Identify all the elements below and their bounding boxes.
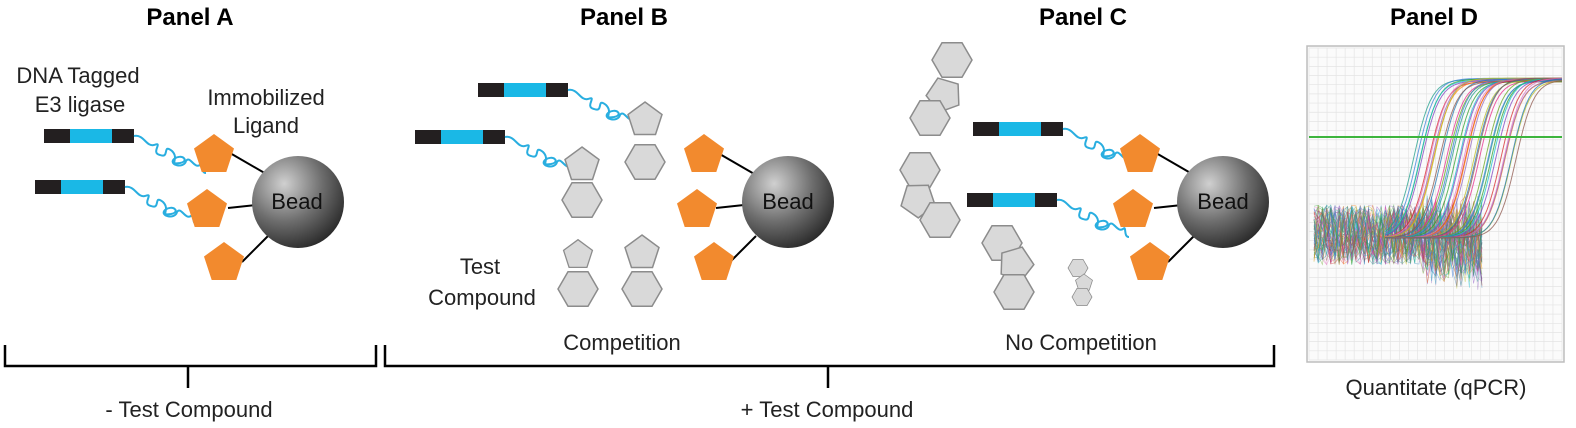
test-compound bbox=[909, 41, 973, 137]
qpcr-amplification-curves bbox=[1384, 77, 1563, 239]
panel-a-title: Panel A bbox=[146, 4, 233, 31]
immobilized-ligand bbox=[187, 189, 227, 227]
bead bbox=[1177, 156, 1269, 248]
e3-ligase-label: E3 ligase bbox=[35, 92, 126, 117]
dna-tagged-e3-ligase bbox=[414, 129, 578, 175]
panel-a: DNA Tagged E3 ligase Immobilized Ligand … bbox=[16, 63, 344, 280]
linker bbox=[715, 204, 745, 209]
no-competition-caption: No Competition bbox=[1005, 330, 1157, 355]
panel-b: Test Compound Bead Competition bbox=[414, 82, 834, 355]
immobilized-ligand bbox=[684, 134, 724, 172]
test-label: Test bbox=[460, 254, 500, 279]
bead-label: Bead bbox=[271, 189, 322, 214]
linker bbox=[241, 235, 269, 263]
immobilized-ligand bbox=[677, 189, 717, 227]
linker bbox=[229, 152, 269, 176]
immobilized-ligand bbox=[194, 134, 234, 172]
panel-d: Quantitate (qPCR) bbox=[1306, 45, 1565, 400]
plus-test-compound-label: + Test Compound bbox=[741, 397, 914, 422]
test-compound bbox=[624, 101, 666, 181]
linker bbox=[1167, 235, 1195, 263]
test-compound-small bbox=[1067, 258, 1093, 307]
linker bbox=[1155, 152, 1195, 176]
test-compound bbox=[561, 146, 603, 219]
qpcr-caption: Quantitate (qPCR) bbox=[1346, 375, 1527, 400]
linker bbox=[227, 204, 257, 209]
immobilized-ligand bbox=[1130, 242, 1170, 280]
plus-compound-bracket bbox=[383, 345, 1276, 388]
dna-tagged-e3-ligase bbox=[34, 179, 198, 225]
linker bbox=[717, 152, 757, 176]
linker bbox=[729, 235, 757, 263]
competition-caption: Competition bbox=[563, 330, 680, 355]
test-compound bbox=[621, 234, 663, 308]
ligand-label: Ligand bbox=[233, 113, 299, 138]
test-compound bbox=[895, 151, 961, 239]
test-compound bbox=[557, 239, 599, 308]
panel-b-title: Panel B bbox=[580, 4, 668, 31]
dna-tagged-e3-ligase bbox=[972, 121, 1136, 167]
dna-tagged-label: DNA Tagged bbox=[16, 63, 139, 88]
minus-test-compound-label: - Test Compound bbox=[105, 397, 272, 422]
immobilized-ligand bbox=[1120, 134, 1160, 172]
dna-tagged-e3-ligase bbox=[43, 128, 207, 174]
compound-label: Compound bbox=[428, 285, 536, 310]
immobilized-ligand bbox=[694, 242, 734, 280]
panel-d-title: Panel D bbox=[1390, 4, 1478, 31]
immobilized-label: Immobilized bbox=[207, 85, 324, 110]
test-compound bbox=[981, 224, 1039, 311]
bead bbox=[742, 156, 834, 248]
minus-compound-bracket bbox=[3, 345, 378, 388]
bead-label: Bead bbox=[1197, 189, 1248, 214]
immobilized-ligand bbox=[1113, 189, 1153, 227]
bead-label: Bead bbox=[762, 189, 813, 214]
bead bbox=[252, 156, 344, 248]
panel-c-title: Panel C bbox=[1039, 4, 1127, 31]
dna-tagged-e3-ligase bbox=[477, 82, 641, 128]
immobilized-ligand bbox=[204, 242, 244, 280]
panel-c: Bead No Competition bbox=[895, 41, 1269, 355]
